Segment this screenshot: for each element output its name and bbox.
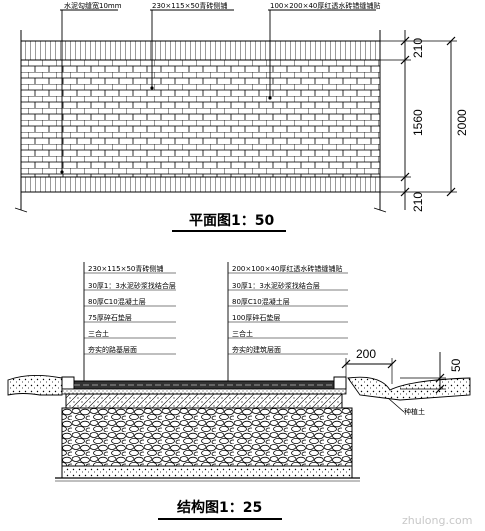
section-title: 结构图1：25 [177, 499, 262, 516]
section-lime-soil-layer [61, 465, 353, 479]
section-soil-left [7, 375, 63, 396]
section-mortar-layer [61, 388, 347, 395]
section-edge-brick-left [61, 376, 75, 390]
section-right-layer-2: 30厚1：3水泥砂浆找结合层 [232, 281, 320, 290]
section-left-layer-6: 夯实的路基层面 [88, 345, 137, 354]
section-concrete-layer [65, 393, 343, 409]
plan-dim-top: 210 [411, 38, 425, 58]
section-soil-leader [387, 397, 405, 413]
plan-view: 水泥勾缝宽10mm 230×115×50青砖侧铺 100×200×40厚红透水砖… [14, 1, 469, 232]
plan-callout-grey-brick: 230×115×50青砖侧铺 [152, 1, 227, 10]
plan-dim-overall: 2000 [455, 109, 469, 136]
section-soil-label: 种植土 [404, 407, 425, 416]
section-right-layer-6: 夯实的建筑层面 [232, 345, 281, 354]
plan-callout-joint: 水泥勾缝宽10mm [64, 1, 122, 10]
section-right-layer-4: 100厚碎石垫层 [232, 313, 280, 322]
section-soil-right [347, 376, 471, 401]
section-view: 230×115×50青砖侧铺 30厚1：3水泥砂浆找结合层 80厚C10混凝土层… [7, 262, 471, 520]
section-right-layer-1: 200×100×40厚红透水砖错缝铺贴 [232, 264, 342, 273]
section-left-layer-5: 三合土 [88, 329, 109, 338]
section-dim-50: 50 [449, 358, 463, 372]
plan-callout-red-brick: 100×200×40厚红透水砖错缝铺贴 [270, 1, 380, 10]
plan-dim-bottom: 210 [411, 192, 425, 212]
plan-title: 平面图1：50 [189, 213, 274, 229]
plan-top-edge-strip [20, 40, 381, 61]
section-left-layer-1: 230×115×50青砖侧铺 [88, 264, 163, 273]
section-dim-200: 200 [356, 347, 376, 361]
plan-paving-field [20, 59, 381, 178]
section-right-layer-3: 80厚C10混凝土层 [232, 297, 290, 306]
section-left-layer-2: 30厚1：3水泥砂浆找结合层 [88, 281, 176, 290]
watermark: zhulong.com [402, 514, 472, 527]
plan-dim-middle: 1560 [411, 109, 425, 136]
section-edge-brick-right [333, 376, 347, 390]
plan-bottom-edge-strip [20, 176, 381, 193]
section-left-layer-3: 80厚C10混凝土层 [88, 297, 146, 306]
section-gravel-layer [61, 407, 353, 467]
section-left-layer-4: 75厚碎石垫层 [88, 313, 132, 322]
section-right-layer-5: 三合土 [232, 329, 253, 338]
